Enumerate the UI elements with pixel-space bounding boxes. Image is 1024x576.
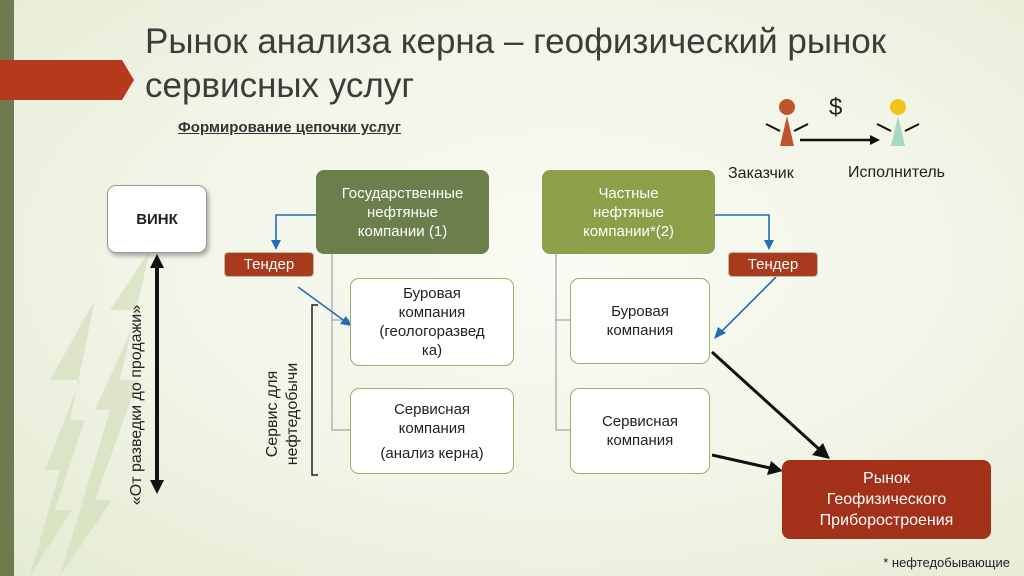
footnote: * нефтедобывающие	[883, 555, 1010, 570]
contractor-figure	[876, 99, 920, 146]
service-bracket	[311, 304, 318, 476]
vertical-label-exploration-to-sale: «От разведки до продажи»	[128, 304, 145, 506]
market-line-3: Приборостроения	[819, 512, 954, 529]
customer-figure	[765, 99, 809, 146]
priv-line-1: Частные	[598, 184, 659, 202]
geophysical-instrument-market-box: Рынок Геофизического Приборостроения	[782, 460, 991, 539]
vertical-label-service: Сервис для нефтедобычи	[263, 339, 303, 489]
chain-subtitle: Формирование цепочки услуг	[178, 119, 401, 136]
gov-line-1: Государственные	[341, 184, 464, 202]
service-right-line-1: Сервисная	[601, 413, 679, 430]
title-ribbon	[0, 60, 134, 100]
priv-line-3: компании*(2)	[582, 222, 675, 240]
drill-left-line-3: (геологоразвед	[379, 323, 485, 340]
gov-line-2: нефтяные	[366, 203, 439, 221]
tender-right-box: Тендер	[728, 252, 818, 277]
dollar-sign: $	[829, 94, 843, 121]
drill-left-line-1: Буровая	[403, 285, 461, 302]
drill-left-line-2: компания	[398, 304, 466, 321]
contractor-label: Исполнитель	[848, 164, 946, 181]
vertical-service-line-1: Сервис для	[264, 370, 281, 458]
service-company-left-box: Сервисная компания (анализ керна)	[350, 388, 514, 474]
drill-right-line-2: компания	[606, 322, 674, 339]
drill-left-line-4: ка)	[421, 342, 443, 359]
black-arrows	[710, 350, 822, 470]
drilling-company-right-box: Буровая компания	[570, 278, 710, 364]
drilling-company-left-box: Буровая компания (геологоразвед ка)	[350, 278, 514, 366]
drill-right-line-1: Буровая	[611, 303, 669, 320]
customer-label: Заказчик	[728, 165, 794, 182]
service-left-line-1: Сервисная	[393, 400, 471, 418]
state-oil-companies-box: Государственные нефтяные компании (1)	[316, 170, 489, 254]
left-accent-strip	[0, 0, 14, 576]
payment-arrow	[800, 135, 880, 145]
market-line-1: Рынок	[863, 470, 910, 487]
vink-box: ВИНК	[107, 185, 207, 253]
decorative-arrows	[30, 250, 150, 576]
slide-title: Рынок анализа керна – геофизический рыно…	[145, 22, 887, 105]
market-line-2: Геофизического	[826, 491, 947, 508]
service-left-line-2: компания	[398, 419, 466, 437]
vertical-service-line-2: нефтедобычи	[284, 362, 301, 466]
private-oil-companies-box: Частные нефтяные компании*(2)	[542, 170, 715, 254]
blue-arrows	[275, 214, 777, 334]
service-company-right-box: Сервисная компания	[570, 388, 710, 474]
gov-line-3: компании (1)	[357, 222, 448, 240]
priv-line-2: нефтяные	[592, 203, 665, 221]
service-right-line-2: компания	[606, 432, 674, 449]
tender-left-box: Тендер	[224, 252, 314, 277]
service-left-line-3: (анализ керна)	[380, 444, 484, 462]
